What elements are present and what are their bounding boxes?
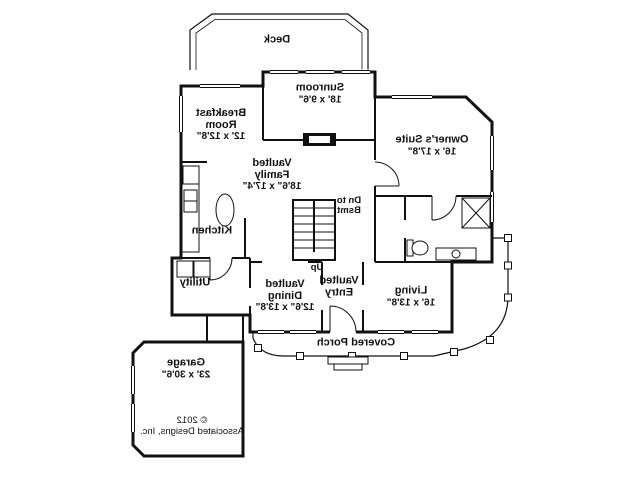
- room-name: Entry: [324, 286, 354, 298]
- interior-walls: [181, 86, 492, 332]
- room-name: Breakfast: [195, 106, 247, 119]
- stair-note: Bsmt: [337, 205, 361, 216]
- breakfast-label: Breakfast Room 12' x 12'8": [195, 106, 247, 143]
- room-name: Deck: [263, 33, 291, 46]
- family-label: Vaulted Family 18'6" x 17'4": [242, 156, 302, 193]
- entry-steps: [327, 356, 369, 371]
- room-name: Vaulted: [252, 156, 292, 169]
- room-dims: 23' x 30'6": [161, 369, 211, 380]
- room-dims: 18'6" x 17'4": [242, 180, 302, 192]
- room-name: Covered Porch: [316, 336, 396, 349]
- room-name: Dining: [267, 289, 303, 302]
- room-name: Family: [254, 168, 290, 181]
- entry-label: Vaulted Entry: [319, 274, 359, 299]
- windows: [130, 69, 495, 432]
- bath-fixtures: [406, 197, 491, 261]
- room-dims: 12' x 12'8": [196, 130, 246, 142]
- copyright-label: © 2012 Associated Designs, Inc.: [140, 415, 244, 437]
- copyright-line: Associated Designs, Inc.: [139, 426, 245, 437]
- living-label: Living 16' x 13'8": [386, 284, 436, 309]
- room-dims: 16' x 17'8": [407, 146, 457, 157]
- deck-label: Deck: [263, 33, 291, 46]
- dining-label: Vaulted Dining 12'6" x 13'8": [255, 277, 315, 314]
- room-name: Garage: [167, 356, 205, 369]
- room-dims: 16' x 13'8": [386, 297, 436, 308]
- room-name: Vaulted: [319, 274, 359, 287]
- room-dims: 12'6" x 13'8": [255, 301, 315, 313]
- deck-outline: [189, 13, 369, 70]
- covered-porch-label: Covered Porch: [316, 336, 396, 349]
- sunroom-label: Sunroom 18' x 9'6": [295, 81, 345, 106]
- utility-label: Utility: [179, 276, 211, 289]
- room-name: Living: [394, 284, 428, 297]
- garage-label: Garage 23' x 30'6": [161, 356, 211, 381]
- kitchen-fixtures: [181, 165, 235, 253]
- porch-posts: [254, 234, 512, 360]
- copyright-line: © 2012: [176, 415, 208, 426]
- room-name: Vaulted: [265, 277, 305, 290]
- room-name: Kitchen: [191, 224, 233, 237]
- up-label: Up: [310, 262, 324, 273]
- kitchen-label: Kitchen: [191, 224, 233, 237]
- stair-note: Up: [310, 262, 324, 273]
- room-name: Sunroom: [295, 81, 345, 94]
- garage-connector-walls: [206, 315, 244, 342]
- room-dims: 18' x 9'6": [298, 94, 342, 105]
- dn-to-bsmt-label: Dn to Bsmt: [337, 195, 361, 216]
- fireplace: [303, 133, 336, 146]
- room-name: Room: [205, 118, 237, 131]
- owners-suite-label: Owner's Suite 16' x 17'8": [395, 133, 469, 158]
- utility-appliances: [176, 260, 211, 278]
- garage-walls: [131, 340, 245, 458]
- room-name: Utility: [179, 276, 211, 289]
- room-name: Owner's Suite: [395, 133, 469, 146]
- stairs: [292, 199, 336, 261]
